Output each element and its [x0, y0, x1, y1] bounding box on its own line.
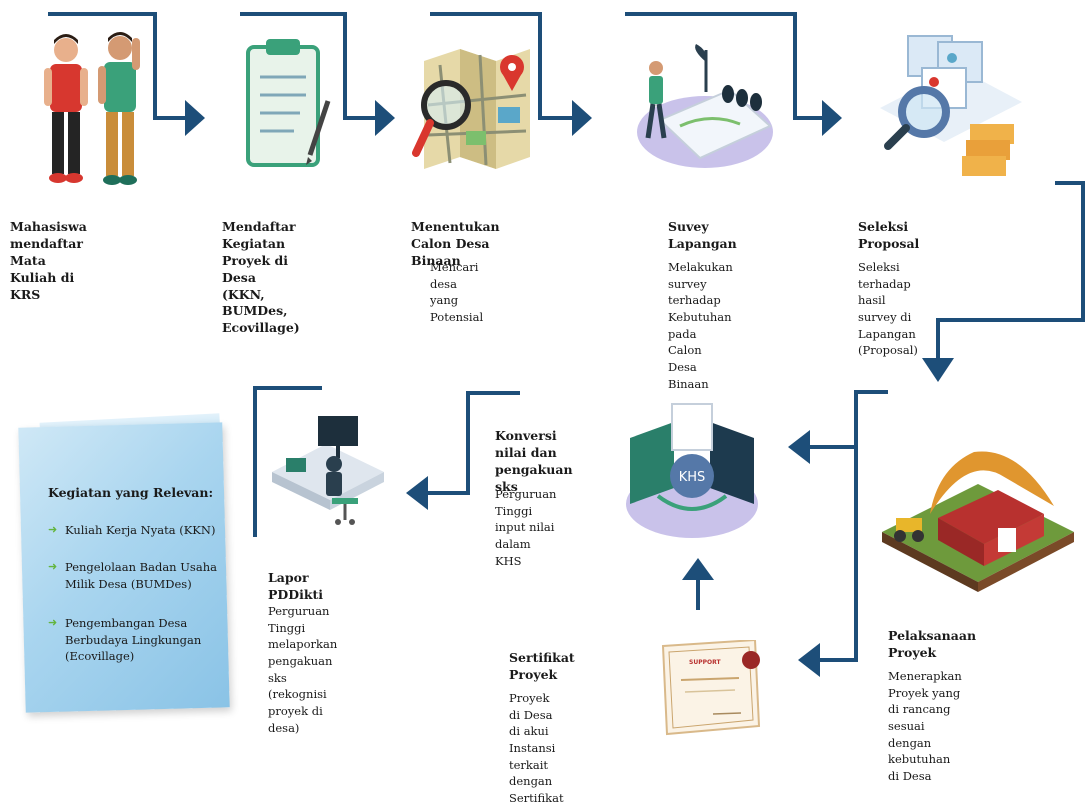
- flow-connectors: [48, 12, 1085, 677]
- panel-item: ➜ Pengelolaan Badan Usaha Milik Desa (BU…: [48, 559, 217, 592]
- arrow-left-2: [798, 643, 820, 677]
- khs-label: KHS: [679, 470, 706, 485]
- panel-item: ➜ Pengembangan Desa Berbudaya Lingkungan…: [48, 615, 201, 665]
- step-1-title: Mahasiswa mendaftar Mata Kuliah di KRS: [10, 219, 87, 302]
- step-7-title: Sertifikat Proyek: [509, 650, 575, 682]
- proposal-icon: [880, 35, 1022, 176]
- arrow-up: [682, 558, 714, 580]
- step-9-title: Lapor PDDikti: [268, 570, 324, 602]
- arrow-left-1: [788, 430, 810, 464]
- panel-item-text: Pengembangan Desa Berbudaya Lingkungan (…: [65, 616, 202, 664]
- step-2-title: Mendaftar Kegiatan Proyek di Desa (KKN, …: [222, 219, 300, 336]
- panel-item: ➜ Kuliah Kerja Nyata (KKN): [48, 522, 215, 539]
- arrow-down: [922, 358, 954, 382]
- survey-icon: [637, 44, 773, 168]
- arrow-left-3: [406, 476, 428, 510]
- workstation-icon: [272, 416, 384, 525]
- arrow-right-1: [185, 100, 205, 136]
- step-6-desc: Menerapkan Proyek yang di rancang sesuai…: [888, 669, 962, 784]
- step-3-title: Menentukan Calon Desa Binaan: [411, 219, 500, 268]
- green-arrow-icon: ➜: [48, 616, 58, 629]
- step-5-title: Seleksi Proposal: [858, 219, 920, 251]
- khs-icon: KHS: [626, 403, 758, 538]
- step-9-desc: Perguruan Tinggi melaporkan pengakuan sk…: [268, 604, 338, 735]
- barn-icon: [882, 451, 1074, 592]
- step-8-title: Konversi nilai dan pengakuan sks: [495, 428, 573, 494]
- map-search-icon: [412, 49, 530, 169]
- step-6-title: Pelaksanaan Proyek: [888, 628, 977, 660]
- students-icon: [44, 32, 140, 185]
- panel-item-text: Kuliah Kerja Nyata (KKN): [65, 523, 216, 537]
- step-5-desc: Seleksi terhadap hasil survey di Lapanga…: [858, 260, 918, 358]
- panel-item-text: Pengelolaan Badan Usaha Milik Desa (BUMD…: [65, 560, 217, 591]
- arrow-right-4: [822, 100, 842, 136]
- step-4-desc: Melakukan survey terhadap Kebutuhan pada…: [668, 260, 733, 391]
- green-arrow-icon: ➜: [48, 560, 58, 573]
- arrow-right-3: [572, 100, 592, 136]
- step-7-desc: Proyek di Desa di akui Instansi terkait …: [509, 691, 564, 806]
- step-8-desc: Perguruan Tinggi input nilai dalam KHS: [495, 487, 557, 568]
- certificate-icon: SUPPORT: [661, 640, 761, 736]
- clipboard-icon: [246, 39, 331, 167]
- arrow-right-2: [375, 100, 395, 136]
- step-3-desc: Mencari desa yang Potensial: [430, 260, 484, 325]
- green-arrow-icon: ➜: [48, 523, 58, 536]
- step-4-title: Suvey Lapangan: [668, 219, 737, 251]
- certificate-heading: SUPPORT: [689, 659, 721, 666]
- panel-title: Kegiatan yang Relevan:: [48, 485, 214, 500]
